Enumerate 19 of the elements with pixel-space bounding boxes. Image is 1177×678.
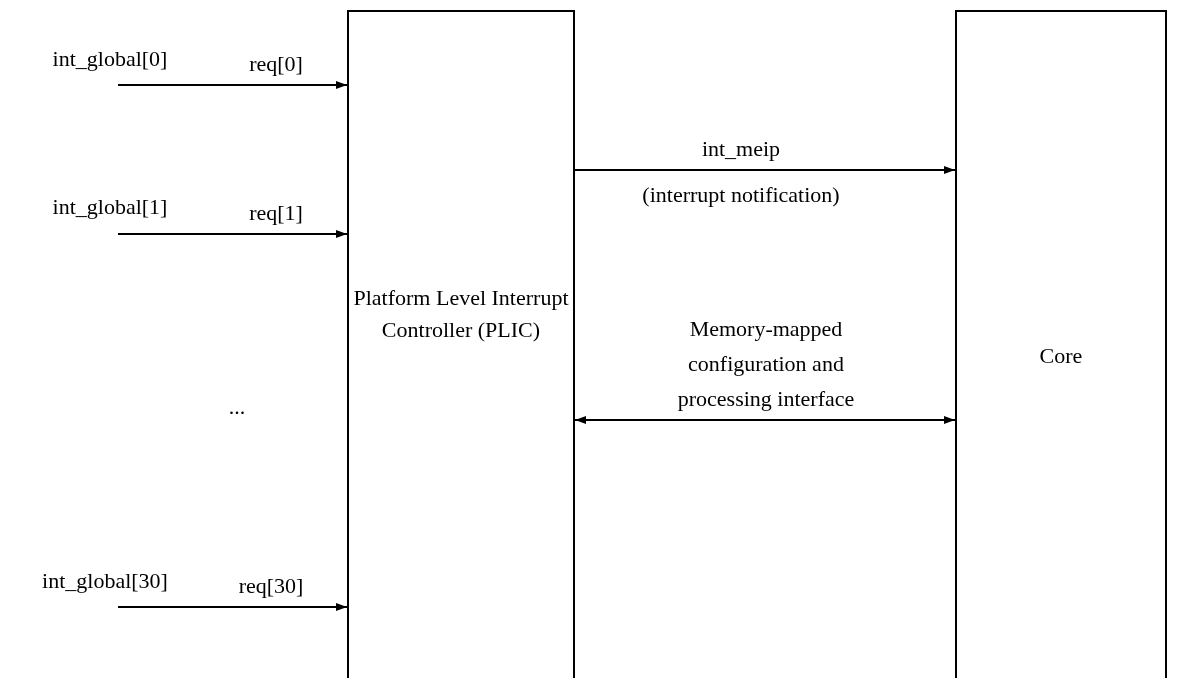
arrow	[117, 603, 348, 611]
block-label: Platform Level Interrupt Controller (PLIC)	[352, 284, 570, 344]
arrow	[117, 81, 348, 89]
signal-label: int_global[30]	[41, 568, 169, 594]
edge-label: Memory-mapped configuration and processing interface	[676, 315, 856, 413]
edge-label: req[1]	[248, 199, 304, 227]
block-box	[955, 10, 1167, 678]
signal-label: int_global[0]	[51, 46, 169, 72]
block-label: Core	[1038, 342, 1084, 370]
signal-label: (interrupt notification)	[641, 182, 841, 208]
signal-label: ...	[227, 394, 247, 420]
arrow	[574, 416, 956, 424]
edge-label: req[30]	[237, 572, 305, 600]
arrow	[117, 230, 348, 238]
block-box	[347, 10, 575, 678]
arrow	[574, 166, 956, 174]
edge-label: req[0]	[248, 50, 304, 78]
signal-label: int_global[1]	[51, 194, 169, 220]
edge-label: int_meip	[700, 135, 782, 163]
